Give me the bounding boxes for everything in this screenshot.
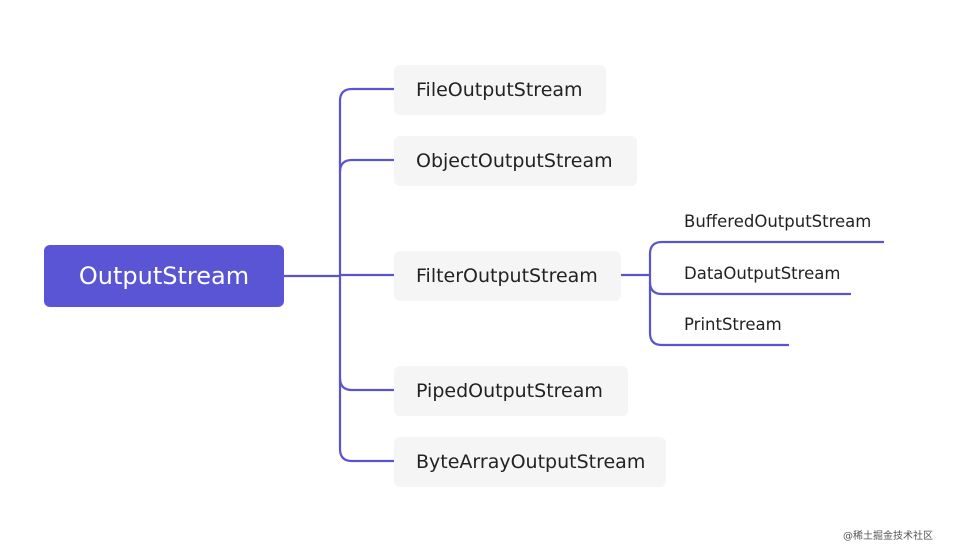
leaf-print-stream[interactable]: PrintStream xyxy=(684,315,782,334)
sub-trunk xyxy=(648,240,884,347)
node-piped-output-stream[interactable]: PipedOutputStream xyxy=(394,366,628,416)
node-byte-array-output-stream[interactable]: ByteArrayOutputStream xyxy=(394,437,666,487)
node-object-output-stream[interactable]: ObjectOutputStream xyxy=(394,136,637,186)
branch-object xyxy=(338,158,394,173)
sub-data-line xyxy=(648,281,851,296)
leaf-data-output-stream[interactable]: DataOutputStream xyxy=(684,264,841,283)
root-node[interactable]: OutputStream xyxy=(44,245,284,307)
branch-piped xyxy=(338,377,394,392)
node-filter-output-stream[interactable]: FilterOutputStream xyxy=(394,251,621,301)
leaf-buffered-output-stream[interactable]: BufferedOutputStream xyxy=(684,212,872,231)
watermark: @稀土掘金技术社区 xyxy=(843,531,933,542)
node-file-output-stream[interactable]: FileOutputStream xyxy=(394,65,606,115)
